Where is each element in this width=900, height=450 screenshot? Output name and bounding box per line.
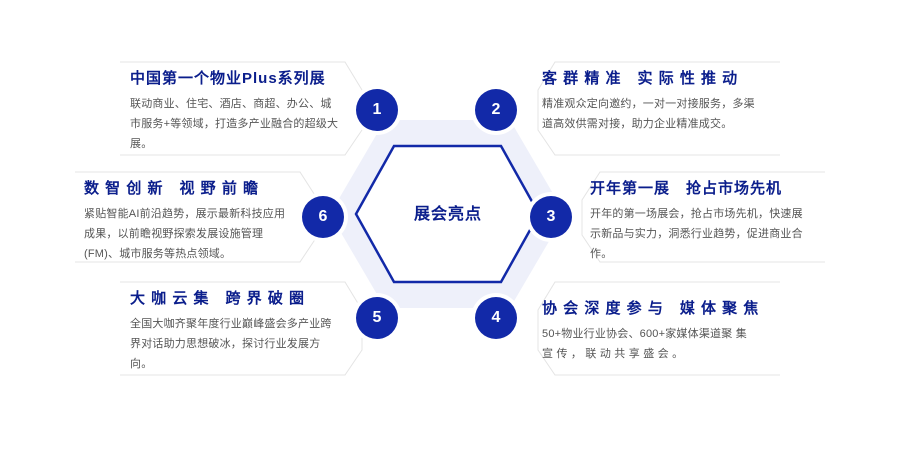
card-3: 开年第一展 抢占市场先机 开年的第一场展会，抢占市场先机，快速展示新品与实力，洞…: [590, 180, 810, 264]
card-6-desc: 紧贴智能AI前沿趋势，展示最新科技应用成果，以前瞻视野探索发展设施管理(FM)、…: [84, 208, 286, 260]
card-2-title: 客 群 精 准 实 际 性 推 动: [542, 70, 739, 87]
number-2: 2: [475, 89, 517, 131]
card-5: 大 咖 云 集 跨 界 破 圈 全国大咖齐聚年度行业巅峰盛会多产业跨界对话助力思…: [130, 290, 350, 374]
outline-3: [581, 171, 825, 263]
card-1-desc: 联动商业、住宅、酒店、商超、办公、城市服务+等领域，打造多产业融合的超级大展。: [130, 98, 339, 150]
outline-4: [537, 281, 780, 376]
card-1-title: 中国第一个物业Plus系列展: [130, 70, 326, 87]
card-2-desc: 精准观众定向邀约，一对一对接服务，多渠道高效供需对接，助力企业精准成交。: [542, 98, 755, 130]
card-4-title: 协 会 深 度 参 与 媒 体 聚 焦: [542, 300, 760, 317]
card-5-desc: 全国大咖齐聚年度行业巅峰盛会多产业跨界对话助力思想破冰，探讨行业发展方向。: [130, 318, 332, 370]
number-3: 3: [530, 196, 572, 238]
number-5: 5: [356, 297, 398, 339]
center-label: 展会亮点: [413, 206, 482, 223]
card-5-title: 大 咖 云 集 跨 界 破 圈: [130, 290, 306, 307]
card-4: 协 会 深 度 参 与 媒 体 聚 焦 50+物业行业协会、600+家媒体渠道聚…: [542, 300, 762, 364]
card-6-title: 数 智 创 新 视 野 前 瞻: [84, 180, 260, 197]
card-1: 中国第一个物业Plus系列展 联动商业、住宅、酒店、商超、办公、城市服务+等领域…: [130, 70, 350, 154]
outline-2: [537, 61, 780, 156]
number-1: 1: [356, 89, 398, 131]
card-2: 客 群 精 准 实 际 性 推 动 精准观众定向邀约，一对一对接服务，多渠道高效…: [542, 70, 762, 134]
card-3-title: 开年第一展 抢占市场先机: [590, 180, 783, 197]
card-4-desc: 50+物业行业协会、600+家媒体渠道聚 集 宣 传 ， 联 动 共 享 盛 会…: [542, 328, 747, 360]
number-6: 6: [302, 196, 344, 238]
number-4: 4: [475, 297, 517, 339]
card-6: 数 智 创 新 视 野 前 瞻 紧贴智能AI前沿趋势，展示最新科技应用成果，以前…: [84, 180, 304, 264]
card-3-desc: 开年的第一场展会，抢占市场先机，快速展示新品与实力，洞悉行业趋势，促进商业合作。: [590, 208, 803, 260]
